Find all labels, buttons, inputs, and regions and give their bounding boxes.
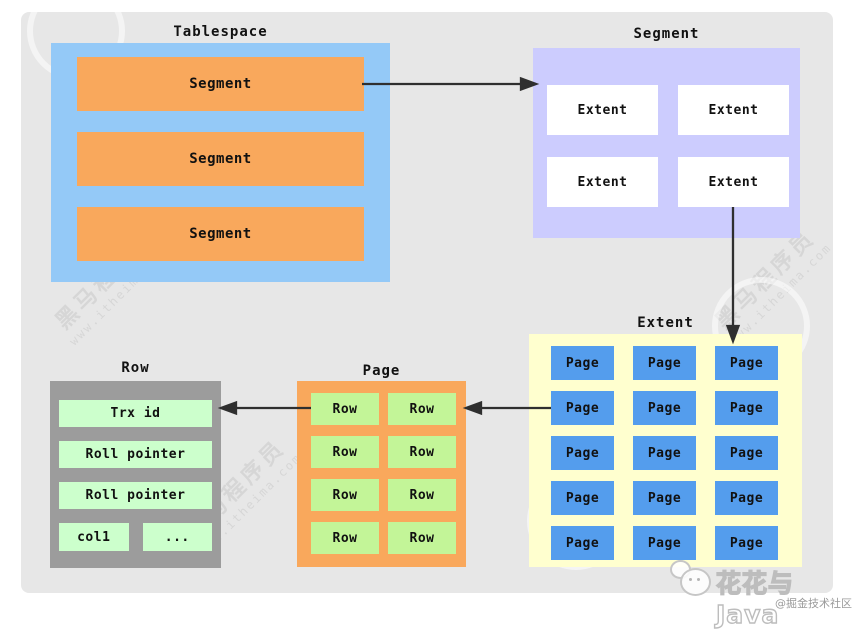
row-box: Trx id Roll pointer Roll pointer col1 ..… [50, 381, 221, 568]
row-cell: Row [388, 393, 456, 425]
row-cell: Row [311, 393, 379, 425]
roll-pointer-field: Roll pointer [59, 441, 212, 468]
credit-text: @掘金技术社区 [775, 597, 852, 610]
page-cell: Page [551, 436, 614, 470]
extent-cell: Extent [678, 157, 789, 207]
page-box: Row Row Row Row Row Row Row Row [297, 381, 466, 567]
page-cell: Page [715, 436, 778, 470]
trx-id-field: Trx id [59, 400, 212, 427]
ellipsis-field: ... [142, 523, 212, 551]
row-cell: Row [388, 479, 456, 511]
column-fields: col1 ... [59, 523, 212, 551]
extent-cell: Extent [547, 157, 658, 207]
col1-field: col1 [59, 523, 129, 551]
row-cell: Row [311, 436, 379, 468]
page-cell: Page [715, 481, 778, 515]
roll-pointer-field: Roll pointer [59, 482, 212, 509]
innodb-storage-diagram: 黑马程序员 www.itheima.com 黑马程序员 www.itheima.… [21, 0, 852, 629]
branding: 花花与Java [668, 558, 848, 629]
page-cell: Page [633, 481, 696, 515]
page-cell: Page [551, 481, 614, 515]
page-cell: Page [633, 391, 696, 425]
tablespace-box: Segment Segment Segment [51, 43, 390, 282]
row-title: Row [121, 360, 150, 376]
segment-cell: Segment [77, 207, 364, 261]
extent-title: Extent [637, 315, 694, 331]
page-cell: Page [551, 391, 614, 425]
row-cell: Row [388, 522, 456, 554]
extent-cell: Extent [678, 85, 789, 135]
page-cell: Page [633, 436, 696, 470]
wechat-icon [668, 560, 714, 598]
page-cell: Page [633, 346, 696, 380]
page-cell: Page [715, 346, 778, 380]
tablespace-title: Tablespace [173, 24, 268, 40]
row-cell: Row [311, 522, 379, 554]
row-cell: Row [388, 436, 456, 468]
row-cell: Row [311, 479, 379, 511]
extent-box: Page Page Page Page Page Page Page Page … [529, 334, 802, 567]
segment-cell: Segment [77, 132, 364, 186]
page-cell: Page [551, 526, 614, 560]
page-title: Page [362, 363, 401, 379]
page-cell: Page [715, 391, 778, 425]
segment-cell: Segment [77, 57, 364, 111]
extent-cell: Extent [547, 85, 658, 135]
page-cell: Page [551, 346, 614, 380]
page-cell: Page [715, 526, 778, 560]
page-cell: Page [633, 526, 696, 560]
segment-title: Segment [633, 26, 700, 42]
segment-box: Extent Extent Extent Extent [533, 48, 800, 238]
